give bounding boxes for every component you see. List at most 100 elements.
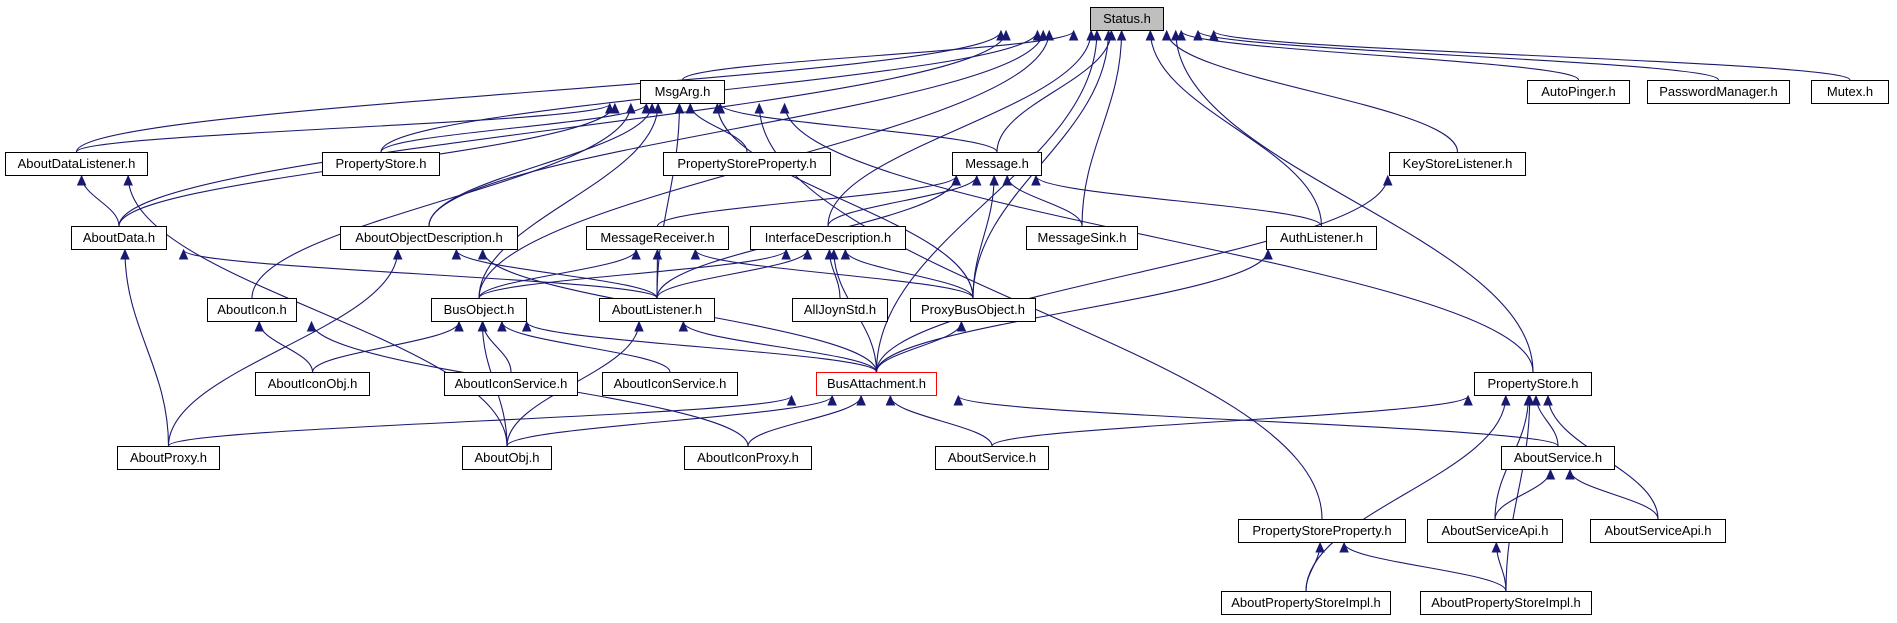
arrowhead-busobject-to-interfacedescription [781,248,791,260]
arrowhead-busattachment-to-busobject [521,320,532,332]
node-aboutdatalistener[interactable]: AboutDataListener.h [5,152,148,176]
node-alljoynstd[interactable]: AllJoynStd.h [792,298,888,322]
node-abouticonservice-b[interactable]: AboutIconService.h [602,372,738,396]
edge-message-to-msgarg [719,103,998,153]
arrowhead-propertystore_a-to-status [1032,29,1043,41]
arrowhead-aboutdata-to-aboutdatalistener [76,174,87,186]
arrowhead-aboutpropertystoreimpl_a-to-propertystoreproperty_b [1315,541,1325,553]
arrowhead-aboutserviceapi_b-to-propertystore_b [1543,394,1553,406]
node-aboutservice-a[interactable]: AboutService.h [935,446,1049,470]
arrowhead-abouticonobj-to-abouticon [254,320,265,332]
arrowhead-propertystore_b-to-msgarg [779,102,790,114]
node-abouticonobj[interactable]: AboutIconObj.h [255,372,370,396]
node-abouticonservice-a[interactable]: AboutIconService.h [444,372,578,396]
edge-propertystore_b-to-status [1175,30,1534,373]
edge-aboutservice_a-to-propertystore_b [991,395,1469,447]
node-aboutserviceapi-b[interactable]: AboutServiceApi.h [1590,519,1726,543]
arrowhead-proxybusobject-to-status [1103,29,1114,41]
edge-busattachment-to-authlistener [875,249,1269,373]
edge-propertystore_b-to-msgarg [784,103,1534,373]
arrowhead-proxybusobject-to-messagereceiver [690,248,701,260]
node-aboutserviceapi-a[interactable]: AboutServiceApi.h [1427,519,1563,543]
edge-keystorelistener-to-status [1166,30,1459,153]
node-busattachment[interactable]: BusAttachment.h [816,372,937,396]
node-abouticon[interactable]: AboutIcon.h [207,298,297,322]
edge-busattachment-to-aboutlistener [682,321,878,373]
node-propertystoreproperty-a[interactable]: PropertyStoreProperty.h [663,152,831,176]
edge-aboutproxy-to-aboutdata [124,249,170,447]
arrowhead-aboutlistener-to-aboutdata [178,248,189,260]
node-aboutobjectdescription[interactable]: AboutObjectDescription.h [340,226,518,250]
arrowhead-aboutobj-to-aboutlistener [634,320,644,332]
edge-message-to-status [996,30,1112,153]
edge-proxybusobject-to-interfacedescription [844,249,974,299]
edge-abouticonobj-to-abouticon [258,321,314,373]
edge-abouticonservice_b-to-busobject [501,321,671,373]
arrowhead-aboutobj-to-busobject [477,320,488,332]
node-msgarg[interactable]: MsgArg.h [640,80,725,104]
edge-aboutserviceapi_b-to-aboutservice_b [1569,469,1659,520]
node-mutex[interactable]: Mutex.h [1811,80,1889,104]
arrowhead-messagesink-to-message [1002,174,1012,186]
edge-abouticon-to-msgarg [251,103,632,299]
node-authlistener[interactable]: AuthListener.h [1266,226,1377,250]
node-aboutpropertystoreimpl-a[interactable]: AboutPropertyStoreImpl.h [1221,591,1391,615]
arrowhead-busattachment-to-authlistener [1263,248,1273,260]
edge-interfacedescription-to-message [827,175,978,227]
arrowhead-aboutobj-to-busattachment [827,394,837,406]
arrowhead-busobject-to-msgarg [653,102,663,114]
arrowhead-proxybusobject-to-msgarg [712,102,723,114]
node-propertystoreproperty-b[interactable]: PropertyStoreProperty.h [1238,519,1406,543]
arrowhead-aboutpropertystoreimpl_a-to-propertystore_b [1500,394,1511,406]
edge-aboutpropertystoreimpl_b-to-propertystore_b [1505,395,1531,592]
arrowhead-aboutproxy-to-aboutdata [120,248,130,260]
arrowhead-propertystore_b-to-status [1170,29,1181,41]
arrowhead-passwordmanager-to-status [1193,29,1203,41]
arrowhead-aboutproxy-to-aboutobjectdescription [392,248,403,260]
edge-busobject-to-msgarg [478,103,659,299]
arrowhead-messagesink-to-status [1116,29,1127,41]
node-busobject[interactable]: BusObject.h [431,298,527,322]
edge-aboutobj-to-busattachment [506,395,833,447]
arrowhead-aboutpropertystoreimpl_b-to-aboutserviceapi_a [1491,541,1502,553]
arrowhead-aboutlistener-to-aboutobjectdescription [451,248,462,260]
node-proxybusobject[interactable]: ProxyBusObject.h [910,298,1036,322]
node-keystorelistener[interactable]: KeyStoreListener.h [1389,152,1526,176]
edge-aboutdata-to-aboutdatalistener [81,175,120,227]
arrowhead-busattachment-to-status [1092,29,1102,41]
node-passwordmanager[interactable]: PasswordManager.h [1647,80,1790,104]
node-messagesink[interactable]: MessageSink.h [1026,226,1138,250]
arrowhead-aboutserviceapi_a-to-aboutservice_b [1545,468,1556,480]
arrowhead-propertystore_a-to-msgarg [641,102,652,114]
arrowhead-aboutdata-to-msgarg [610,102,620,114]
node-abouticonproxy[interactable]: AboutIconProxy.h [684,446,812,470]
arrowhead-abouticonobj-to-busobject [454,320,464,332]
edge-authlistener-to-message [1035,175,1323,227]
node-interfacedescription[interactable]: InterfaceDescription.h [750,226,906,250]
arrowhead-aboutlistener-to-message [951,174,961,186]
node-aboutlistener[interactable]: AboutListener.h [599,298,715,322]
node-aboutdata[interactable]: AboutData.h [71,226,167,250]
node-aboutproxy[interactable]: AboutProxy.h [117,446,220,470]
node-autopinger[interactable]: AutoPinger.h [1527,80,1630,104]
node-status[interactable]: Status.h [1090,7,1164,31]
edge-interfacedescription-to-status [827,30,1092,227]
edge-messagesink-to-status [1081,30,1123,227]
arrowhead-aboutpropertystoreimpl_b-to-propertystoreproperty_b [1339,541,1349,553]
node-propertystore-b[interactable]: PropertyStore.h [1474,372,1592,396]
arrowhead-aboutobj-to-aboutdatalistener [123,174,133,186]
node-aboutservice-b[interactable]: AboutService.h [1501,446,1615,470]
node-message[interactable]: Message.h [952,152,1042,176]
arrowhead-aboutobjectdescription-to-status [1038,29,1049,41]
arrowhead-msgarg-to-status [1068,29,1079,41]
node-aboutpropertystoreimpl-b[interactable]: AboutPropertyStoreImpl.h [1420,591,1592,615]
edge-busobject-to-interfacedescription [478,249,787,299]
edge-aboutproxy-to-aboutobjectdescription [167,249,399,447]
node-aboutobj[interactable]: AboutObj.h [462,446,552,470]
edge-busattachment-to-busobject [526,321,878,373]
edge-mutex-to-status [1213,30,1851,81]
arrowhead-busattachment-to-keystorelistener [1383,174,1393,186]
node-messagereceiver[interactable]: MessageReceiver.h [586,226,729,250]
node-propertystore-a[interactable]: PropertyStore.h [322,152,440,176]
